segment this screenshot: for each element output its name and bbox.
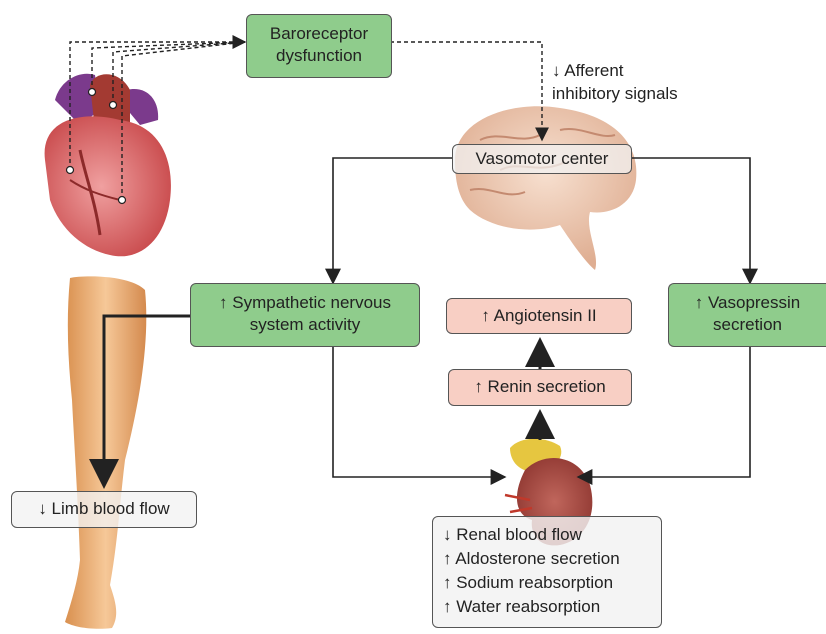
renal-line-3: ↑ Sodium reabsorption [443,571,661,595]
arrow-sympathetic-to-kidney [333,345,505,477]
arrow-to-sympathetic [333,158,452,283]
renal-effects-box: ↓ Renal blood flow ↑ Aldosterone secreti… [432,516,662,628]
angiotensin-box: ↑ Angiotensin II [446,298,632,334]
sympathetic-line-1: ↑ Sympathetic nervous [191,292,419,314]
afferent-signals-label: ↓ Afferent inhibitory signals [552,59,678,105]
vasopressin-line-1: ↑ Vasopressin [669,292,826,314]
afferent-line-1: ↓ Afferent [552,59,678,82]
baroreceptor-line-2: dysfunction [247,45,391,67]
limb-label: ↓ Limb blood flow [12,498,196,520]
renal-line-4: ↑ Water reabsorption [443,595,661,619]
afferent-line-2: inhibitory signals [552,82,678,105]
sympathetic-line-2: system activity [191,314,419,336]
sympathetic-activity-box: ↑ Sympathetic nervous system activity [190,283,420,347]
heart-receptor-dot [119,197,126,204]
renal-line-1: ↓ Renal blood flow [443,523,661,547]
arrow-to-limb [104,316,190,486]
vasopressin-secretion-box: ↑ Vasopressin secretion [668,283,826,347]
arrow-vasopressin-to-kidney [578,345,750,477]
dashed-arrow-to-vasomotor [390,42,542,140]
renal-line-2: ↑ Aldosterone secretion [443,547,661,571]
renin-label: ↑ Renin secretion [449,376,631,398]
heart-receptor-dot [89,89,96,96]
baroreceptor-line-1: Baroreceptor [247,23,391,45]
vasopressin-line-2: secretion [669,314,826,336]
dashed-afferent-lines [70,42,245,200]
arrow-to-vasopressin [632,158,750,283]
limb-blood-flow-box: ↓ Limb blood flow [11,491,197,528]
vasomotor-center-box: Vasomotor center [452,144,632,174]
angiotensin-label: ↑ Angiotensin II [447,305,631,327]
heart-receptor-dot [67,167,74,174]
baroreceptor-dysfunction-box: Baroreceptor dysfunction [246,14,392,78]
heart-receptor-dot [110,102,117,109]
vasomotor-label: Vasomotor center [453,148,631,170]
renin-secretion-box: ↑ Renin secretion [448,369,632,406]
